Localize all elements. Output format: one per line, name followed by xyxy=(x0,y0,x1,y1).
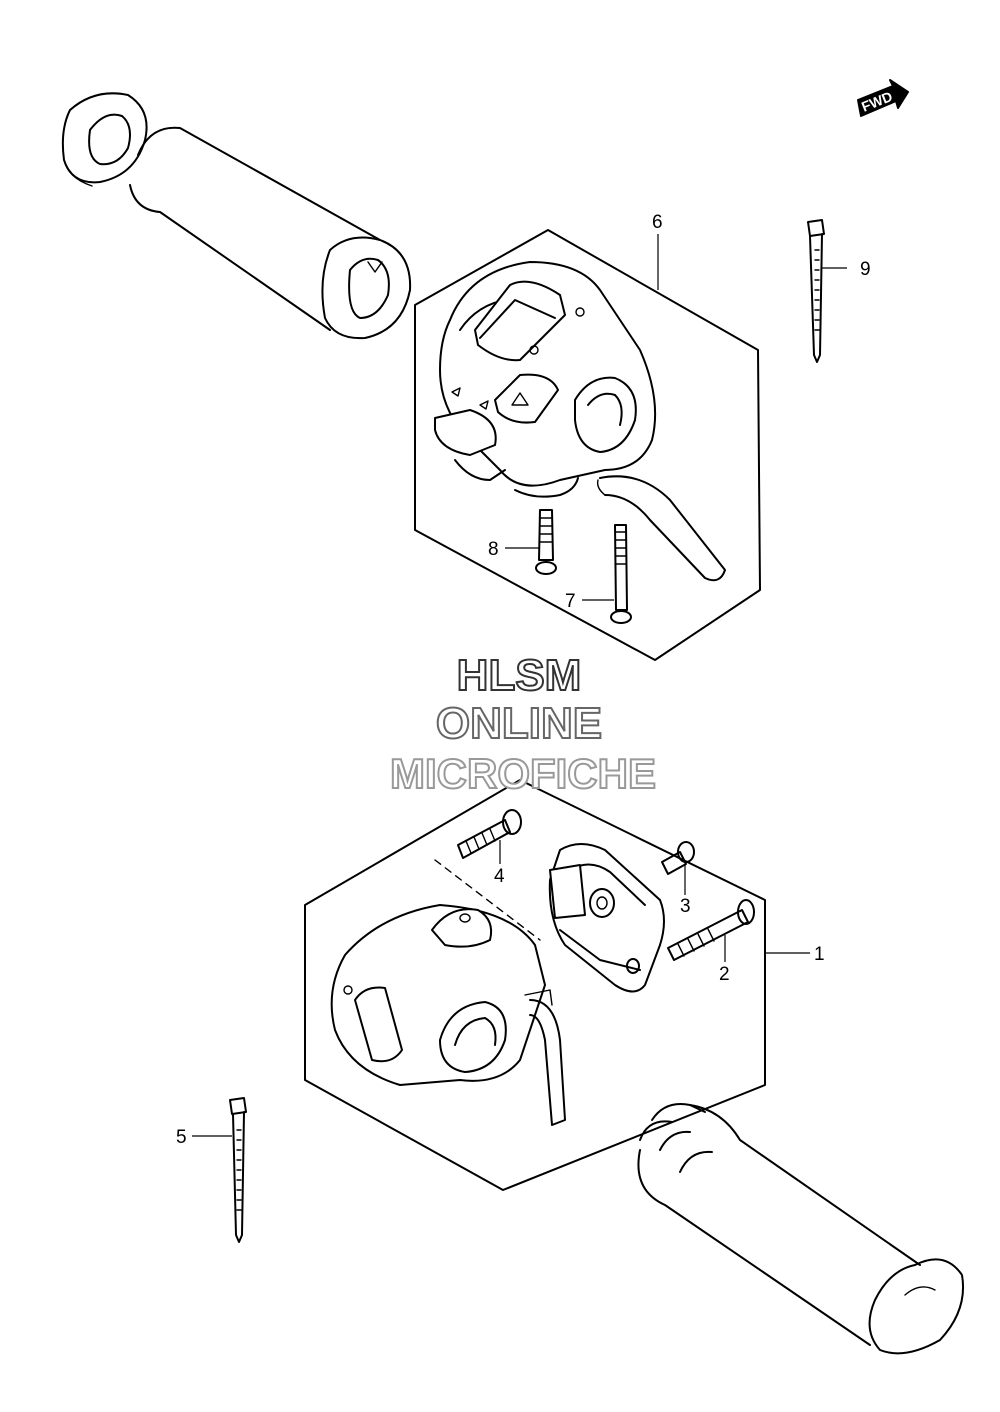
switch-housing-right xyxy=(434,261,726,582)
screw-2 xyxy=(667,899,755,961)
screw-8 xyxy=(535,509,557,575)
switch-clamp-bracket xyxy=(548,843,665,993)
cable-tie-5 xyxy=(229,1097,247,1243)
screw-4 xyxy=(457,809,522,859)
callout-5: 5 xyxy=(176,1127,187,1148)
callout-9: 9 xyxy=(860,259,871,280)
watermark-line-1: HLSM xyxy=(457,651,582,700)
screw-7 xyxy=(610,524,632,624)
callout-4: 4 xyxy=(494,866,505,887)
switch-housing-left xyxy=(330,904,566,1126)
watermark-line-2: ONLINE xyxy=(436,699,602,748)
callout-3: 3 xyxy=(680,896,691,917)
fwd-label: FWD xyxy=(859,88,895,115)
callout-8: 8 xyxy=(488,539,499,560)
callout-2: 2 xyxy=(719,964,730,985)
screw-3 xyxy=(661,841,695,875)
fwd-arrow-icon: FWD xyxy=(857,79,909,117)
leader-lines xyxy=(192,234,847,1137)
throttle-grip xyxy=(637,1103,964,1355)
watermark-line-3: MICROFICHE xyxy=(390,750,656,797)
assembly-boundary-6 xyxy=(414,229,761,661)
cable-tie-9 xyxy=(807,219,825,363)
callout-7: 7 xyxy=(565,591,576,612)
callout-1: 1 xyxy=(814,944,825,965)
callout-6: 6 xyxy=(652,212,663,233)
assembly-boundary-1 xyxy=(304,779,766,1191)
grip-left-top xyxy=(61,92,412,340)
dash-line xyxy=(434,859,541,941)
